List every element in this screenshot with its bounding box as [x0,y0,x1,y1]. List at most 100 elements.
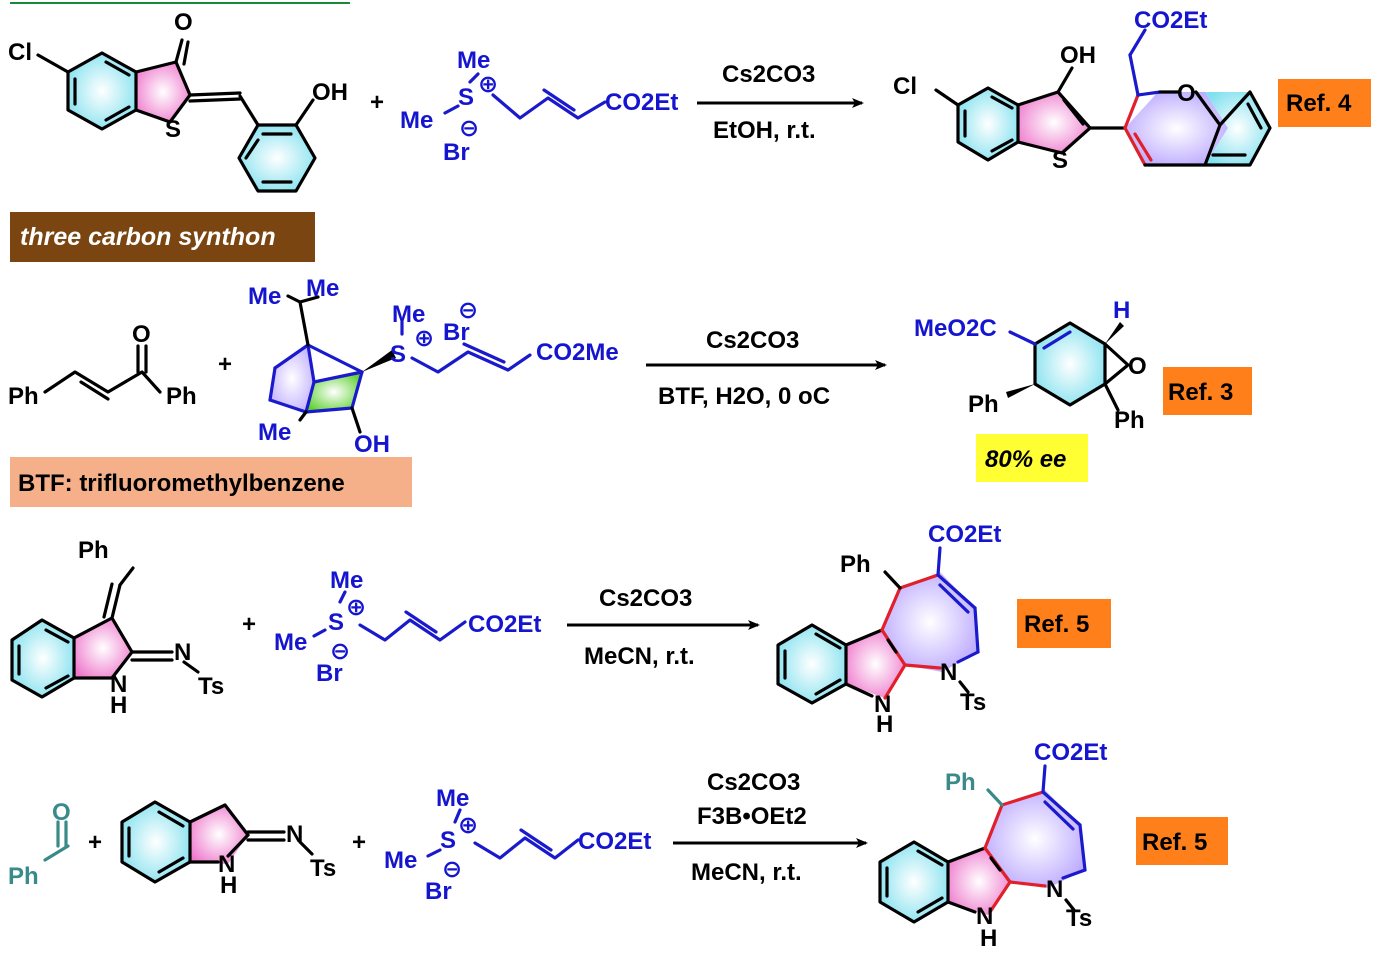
ref-label-4: Ref. 5 [1142,829,1207,856]
ref-tag-3 [1017,599,1111,648]
label-y2-me3: Me [258,419,291,446]
label-ald-ph: Ph [8,863,39,890]
label-sm1-o: O [174,9,193,36]
label-y1-s: S [458,84,474,111]
plus-sign: + [370,89,384,116]
plus-sign: + [218,351,232,378]
reagent-4: Cs2CO3 [707,769,800,796]
ref-label-2: Ref. 3 [1168,379,1233,406]
product-2-epoxide: MeO2C H O Ph Ph [914,297,1147,434]
label-p4-ts: Ts [1066,905,1092,932]
label-i3-nh-h: H [110,692,127,719]
sulfonium-ylide-3: Me S ⊕ Me ⊖ Br CO2Et [274,567,541,687]
label-p4-nh-h: H [980,925,997,952]
label-p4-ester: CO2Et [1034,739,1107,766]
label-y4-minus: ⊖ [442,856,462,883]
label-y1-me2: Me [400,107,433,134]
label-p3-nh-h: H [876,711,893,738]
conditions-1: EtOH, r.t. [713,117,816,144]
label-y2-minus: ⊖ [458,297,478,324]
indolin-imine: N Ts N H [120,800,336,899]
ref-tag-1 [1278,79,1371,127]
label-y3-me1: Me [330,567,363,594]
plus-sign: + [242,611,256,638]
camphor-sulfonium-ylide: Me Me Me OH Me S ⊕ ⊖ Br CO2Me [248,275,619,458]
label-y2-me2: Me [306,275,339,302]
label-p2-ester: MeO2C [914,315,997,342]
additive-4: F3B•OEt2 [697,803,807,830]
label-y1-br: Br [443,139,470,166]
btf-tag [10,457,412,507]
reaction-1: Cl O S OH + Me S ⊕ Me ⊖ Br CO2Et Cs2CO3 … [8,7,1371,193]
reagent-2: Cs2CO3 [706,327,799,354]
label-c-o: O [132,321,151,348]
sulfonium-ylide-1: Me S ⊕ Me ⊖ Br CO2Et [400,47,678,166]
label-p4-nh-n: N [976,903,993,930]
reaction-4: O Ph + N Ts N H + Me [8,739,1228,952]
label-y1-ester: CO2Et [605,89,678,116]
label-y4-br: Br [425,878,452,905]
label-y2-me1: Me [248,283,281,310]
label-y2-oh: OH [354,431,390,458]
btf-label: BTF: trifluoromethylbenzene [18,470,345,497]
ee-label: 80% ee [985,446,1066,473]
label-p2-ph2: Ph [1114,407,1145,434]
label-y3-minus: ⊖ [330,638,350,665]
label-i3-ts: Ts [198,673,224,700]
label-i3-ph: Ph [78,537,109,564]
synthon-tag [10,212,315,262]
benzaldehyde: O Ph [8,799,71,890]
label-y4-plus: ⊕ [458,812,478,839]
label-y4-me2: Me [384,847,417,874]
label-y4-ester: CO2Et [578,828,651,855]
label-y3-plus: ⊕ [346,594,366,621]
label-y4-me1: Me [436,785,469,812]
benzothiophenone: Cl O S OH [8,9,348,193]
label-y2-s: S [390,341,406,368]
indolin-imine-alkylidene: Ph N Ts N H [10,537,224,719]
label-p3-ester: CO2Et [928,521,1001,548]
label-p2-h: H [1113,297,1130,324]
reagent-1: Cs2CO3 [722,61,815,88]
reaction-3: Ph N Ts N H + Me S ⊕ Me ⊖ Br CO2Et Cs2CO… [10,521,1111,738]
ref-tag-4 [1136,817,1228,865]
label-p3-n: N [940,659,957,686]
label-y1-minus: ⊖ [459,115,479,142]
label-c-ph2: Ph [166,383,197,410]
label-y3-ester: CO2Et [468,611,541,638]
label-p1-cl: Cl [893,73,917,100]
label-p1-s: S [1052,147,1068,174]
label-c-ph1: Ph [8,383,39,410]
label-p1-oh: OH [1060,42,1096,69]
label-i4-n: N [286,821,303,848]
label-p4-ph: Ph [945,769,976,796]
label-i3-n: N [174,639,191,666]
conditions-4: MeCN, r.t. [691,859,802,886]
label-i4-nh-h: H [220,872,237,899]
label-p3-ts: Ts [960,689,986,716]
ref-tag-2 [1163,367,1252,415]
ref-label-1: Ref. 4 [1286,90,1352,117]
product-3-azepinoindole: CO2Et Ph N Ts N H [776,521,1001,738]
product-1: Cl OH S O CO2Et [893,7,1272,174]
label-p1-o: O [1177,80,1196,107]
label-sm1-oh: OH [312,79,348,106]
chalcone: O Ph Ph [8,321,197,410]
label-y3-me2: Me [274,629,307,656]
label-y2-br: Br [443,319,470,346]
label-y3-s: S [328,609,344,636]
label-y4-s: S [440,827,456,854]
reagent-3: Cs2CO3 [599,585,692,612]
label-sm1-s: S [165,116,181,143]
label-y1-plus: ⊕ [478,71,498,98]
plus-sign: + [88,829,102,856]
ref-label-3: Ref. 5 [1024,611,1089,638]
label-p4-n: N [1046,876,1063,903]
sulfonium-ylide-4: Me S ⊕ Me ⊖ Br CO2Et [384,785,651,905]
product-4-azepinoindole: CO2Et Ph N Ts N H [878,739,1107,952]
label-sm1-cl: Cl [8,39,32,66]
conditions-3: MeCN, r.t. [584,643,695,670]
label-p3-nh-n: N [874,691,891,718]
label-y3-br: Br [316,660,343,687]
